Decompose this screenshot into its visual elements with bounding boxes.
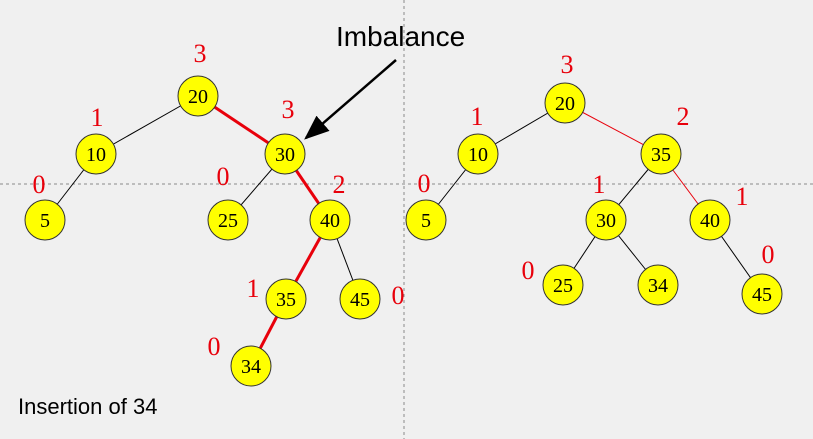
left-height-label-20: 3 xyxy=(194,39,207,68)
node-circle xyxy=(177,75,219,117)
node-key: 40 xyxy=(700,210,720,232)
right-tree-node-35: 35 xyxy=(640,133,682,175)
right-tree-node-25: 25 xyxy=(542,264,584,306)
left-tree-node-25: 25 xyxy=(207,199,249,241)
node-key: 5 xyxy=(421,210,431,232)
node-key: 10 xyxy=(86,144,106,166)
node-key: 45 xyxy=(752,284,772,306)
node-key: 20 xyxy=(555,93,575,115)
left-height-label-35: 1 xyxy=(247,274,260,303)
node-key: 20 xyxy=(188,86,208,108)
insertion-caption: Insertion of 34 xyxy=(18,394,157,419)
left-height-label-10: 1 xyxy=(91,103,104,132)
node-key: 30 xyxy=(596,210,616,232)
left-tree-node-40: 40 xyxy=(309,199,351,241)
right-height-label-35: 2 xyxy=(677,102,690,131)
right-tree-node-45: 45 xyxy=(741,273,783,315)
node-circle xyxy=(544,82,586,124)
node-key: 45 xyxy=(350,289,370,311)
right-tree-node-20: 20 xyxy=(544,82,586,124)
left-tree-node-20: 20 xyxy=(177,75,219,117)
right-tree-node-30: 30 xyxy=(585,199,627,241)
left-tree-node-10: 10 xyxy=(75,133,117,175)
node-circle xyxy=(264,133,306,175)
left-tree-node-45: 45 xyxy=(339,278,381,320)
left-height-label-30: 3 xyxy=(282,95,295,124)
left-height-label-40: 2 xyxy=(333,170,346,199)
left-height-label-45: 0 xyxy=(392,281,405,310)
right-tree-node-40: 40 xyxy=(689,199,731,241)
node-circle xyxy=(339,278,381,320)
node-circle xyxy=(230,345,272,387)
node-circle xyxy=(75,133,117,175)
node-key: 34 xyxy=(241,356,261,378)
node-circle xyxy=(542,264,584,306)
node-circle xyxy=(640,133,682,175)
node-key: 25 xyxy=(218,210,238,232)
node-circle xyxy=(585,199,627,241)
node-key: 40 xyxy=(320,210,340,232)
node-circle xyxy=(405,199,447,241)
right-tree-node-34: 34 xyxy=(637,264,679,306)
node-key: 25 xyxy=(553,275,573,297)
node-key: 5 xyxy=(40,210,50,232)
node-key: 35 xyxy=(651,144,671,166)
node-key: 34 xyxy=(648,275,668,297)
left-tree-node-34: 34 xyxy=(230,345,272,387)
node-circle xyxy=(689,199,731,241)
left-tree-node-30: 30 xyxy=(264,133,306,175)
node-circle xyxy=(637,264,679,306)
node-key: 10 xyxy=(468,144,488,166)
node-circle xyxy=(207,199,249,241)
right-tree-node-5: 5 xyxy=(405,199,447,241)
node-key: 35 xyxy=(276,289,296,311)
right-height-label-5: 0 xyxy=(418,169,431,198)
right-height-label-40: 1 xyxy=(736,182,749,211)
left-height-label-34: 0 xyxy=(208,332,221,361)
node-circle xyxy=(24,199,66,241)
left-tree-node-5: 5 xyxy=(24,199,66,241)
imbalance-arrow xyxy=(304,59,397,140)
node-circle xyxy=(309,199,351,241)
right-tree-node-10: 10 xyxy=(457,133,499,175)
node-key: 30 xyxy=(275,144,295,166)
left-height-label-25: 0 xyxy=(217,162,230,191)
imbalance-callout: Imbalance xyxy=(336,21,465,52)
right-height-label-30: 1 xyxy=(593,170,606,199)
right-height-label-20: 3 xyxy=(561,50,574,79)
node-circle xyxy=(265,278,307,320)
right-height-label-45: 0 xyxy=(762,240,775,269)
left-tree-node-35: 35 xyxy=(265,278,307,320)
left-height-label-5: 0 xyxy=(33,170,46,199)
right-height-label-10: 1 xyxy=(471,102,484,131)
node-circle xyxy=(457,133,499,175)
node-circle xyxy=(741,273,783,315)
right-height-label-25: 0 xyxy=(522,256,535,285)
